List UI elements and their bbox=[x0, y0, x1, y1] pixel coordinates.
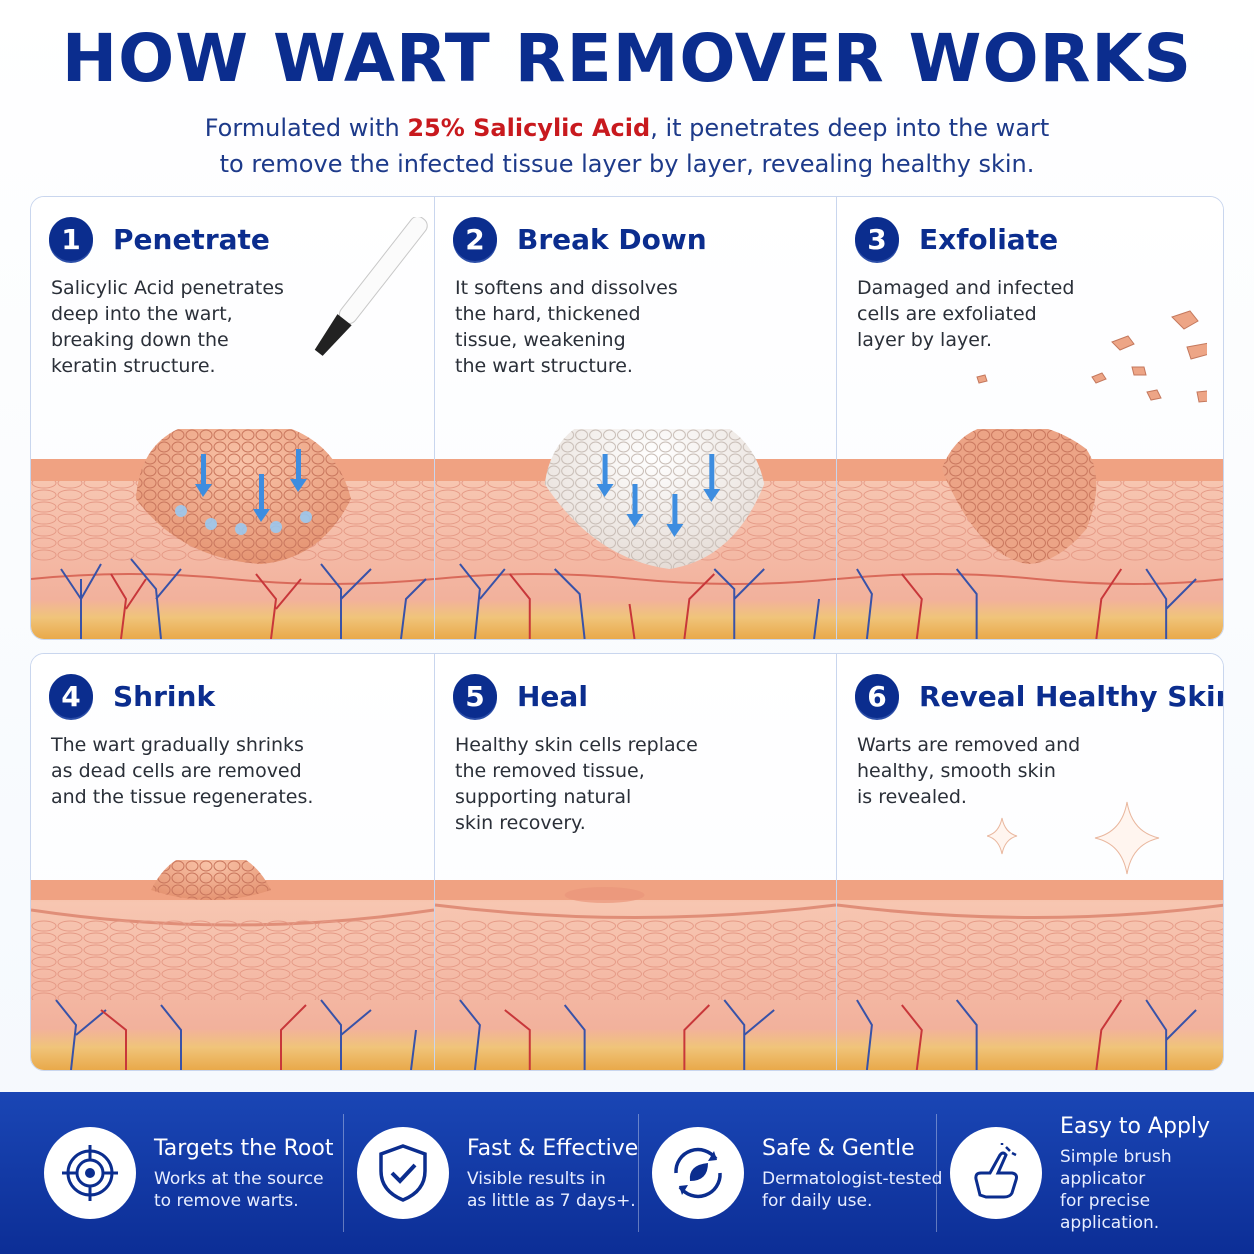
feature-description: Simple brush applicator for precise appl… bbox=[1060, 1147, 1172, 1233]
step-description: Warts are removed and healthy, smooth sk… bbox=[857, 734, 1081, 808]
feature-text: Safe & Gentle Dermatologist-tested for d… bbox=[762, 1134, 942, 1212]
feature-text: Targets the Root Works at the source to … bbox=[154, 1134, 333, 1212]
step-title: Exfoliate bbox=[919, 222, 1059, 256]
feature-title: Easy to Apply bbox=[1060, 1114, 1211, 1139]
subtitle-text-post: , it penetrates deep into the wart bbox=[650, 114, 1050, 142]
feature-targets-the-root: Targets the Root Works at the source to … bbox=[44, 1092, 333, 1254]
step-title: Heal bbox=[517, 679, 588, 713]
step-card-exfoliate: 3 Exfoliate Damaged and infected cells a… bbox=[836, 197, 1223, 639]
flaking-cells-icon bbox=[976, 310, 1207, 403]
step-title: Penetrate bbox=[113, 222, 270, 256]
skin-cross-section-illustration bbox=[837, 880, 1223, 1070]
step-description: The wart gradually shrinks as dead cells… bbox=[51, 734, 314, 808]
subtitle-text-pre: Formulated with bbox=[204, 114, 408, 142]
skin-cross-section-illustration bbox=[31, 860, 434, 1070]
feature-title: Safe & Gentle bbox=[762, 1136, 915, 1161]
step-description: Damaged and infected cells are exfoliate… bbox=[857, 277, 1075, 351]
page-subtitle: Formulated with 25% Salicylic Acid, it p… bbox=[0, 110, 1254, 182]
skin-cross-section-illustration bbox=[837, 429, 1223, 639]
leaf-cycle-icon bbox=[652, 1127, 744, 1219]
step-card-heal: 5 Heal Healthy skin cells replace the re… bbox=[434, 654, 836, 1070]
step-card-reveal-healthy-skin: 6 Reveal Healthy Skin Warts are removed … bbox=[836, 654, 1224, 1070]
step-number-badge: 5 bbox=[453, 674, 497, 718]
sparkle-icon bbox=[987, 801, 1160, 875]
feature-easy-to-apply: Easy to Apply Simple brush applicator fo… bbox=[936, 1092, 1254, 1254]
steps-row-2: 4 Shrink The wart gradually shrinks as d… bbox=[30, 653, 1224, 1071]
step-header: 5 Heal bbox=[453, 674, 588, 718]
step-card-shrink: 4 Shrink The wart gradually shrinks as d… bbox=[31, 654, 434, 1070]
page-title: HOW WART REMOVER WORKS bbox=[61, 20, 1193, 97]
step-header: 6 Reveal Healthy Skin bbox=[855, 674, 1224, 718]
subtitle-highlight: 25% Salicylic Acid bbox=[407, 114, 651, 142]
skin-cross-section-illustration bbox=[435, 429, 836, 639]
step-title: Shrink bbox=[113, 679, 216, 713]
step-number-badge: 2 bbox=[453, 217, 497, 261]
shield-check-icon bbox=[357, 1127, 449, 1219]
skin-cross-section-illustration bbox=[31, 429, 434, 639]
step-header: 2 Break Down bbox=[453, 217, 707, 261]
feature-title: Fast & Effective bbox=[467, 1136, 639, 1161]
step-card-penetrate: 1 Penetrate Salicylic Acid penetrates de… bbox=[31, 197, 434, 639]
feature-safe-gentle: Safe & Gentle Dermatologist-tested for d… bbox=[637, 1092, 942, 1254]
feature-text: Fast & Effective Visible results in as l… bbox=[467, 1134, 638, 1212]
subtitle-line-2: to remove the infected tissue layer by l… bbox=[219, 150, 1035, 178]
feature-title: Targets the Root bbox=[154, 1136, 334, 1161]
step-title: Break Down bbox=[517, 222, 707, 256]
feature-description: Dermatologist-tested for daily use. bbox=[762, 1169, 943, 1211]
step-header: 1 Penetrate bbox=[49, 217, 270, 261]
step-number-badge: 6 bbox=[855, 674, 899, 718]
feature-bar: Targets the Root Works at the source to … bbox=[0, 1092, 1254, 1254]
skin-cross-section-illustration bbox=[435, 880, 836, 1070]
target-icon bbox=[44, 1127, 136, 1219]
feature-description: Visible results in as little as 7 days+. bbox=[467, 1169, 636, 1211]
feature-fast-effective: Fast & Effective Visible results in as l… bbox=[342, 1092, 638, 1254]
step-number-badge: 3 bbox=[855, 217, 899, 261]
step-description: Healthy skin cells replace the removed t… bbox=[455, 734, 698, 834]
steps-row-1: 1 Penetrate Salicylic Acid penetrates de… bbox=[30, 196, 1224, 640]
step-description: It softens and dissolves the hard, thick… bbox=[455, 277, 678, 377]
step-header: 3 Exfoliate bbox=[855, 217, 1058, 261]
feature-text: Easy to Apply Simple brush applicator fo… bbox=[1060, 1112, 1254, 1234]
step-card-break-down: 2 Break Down It softens and dissolves th… bbox=[434, 197, 836, 639]
brush-applicator-icon bbox=[314, 217, 428, 356]
feature-description: Works at the source to remove warts. bbox=[154, 1169, 324, 1211]
step-header: 4 Shrink bbox=[49, 674, 215, 718]
hand-brush-icon bbox=[950, 1127, 1042, 1219]
step-title: Reveal Healthy Skin bbox=[919, 679, 1224, 713]
step-number-badge: 4 bbox=[49, 674, 93, 718]
step-number-badge: 1 bbox=[49, 217, 93, 261]
step-description: Salicylic Acid penetrates deep into the … bbox=[51, 277, 284, 377]
